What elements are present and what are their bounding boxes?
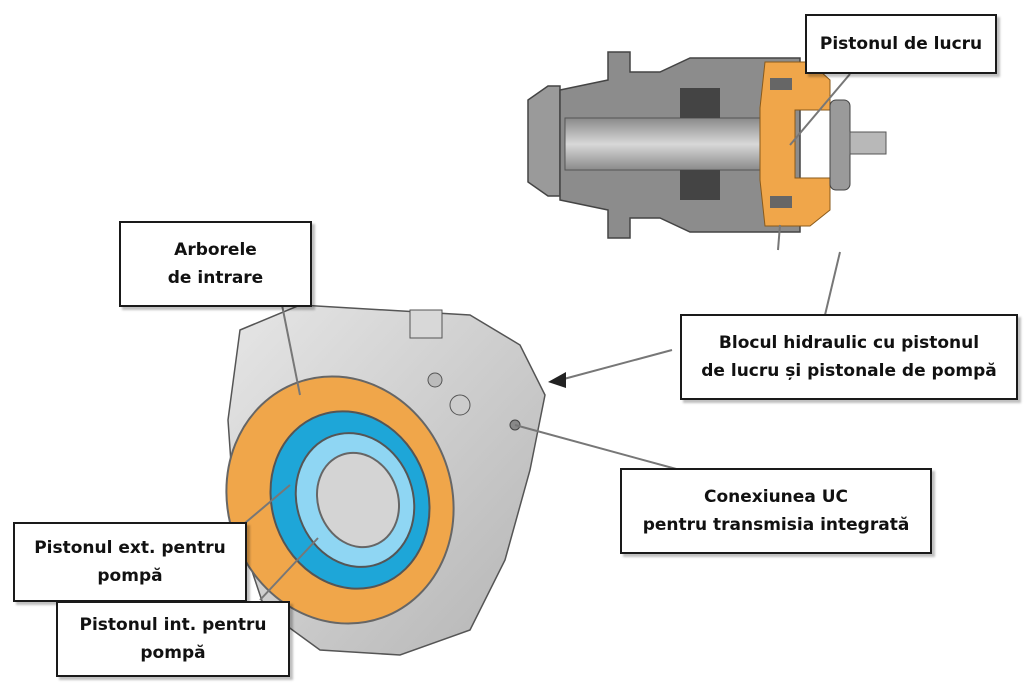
input-bell	[527, 85, 561, 197]
cross-section-illustration	[527, 51, 887, 239]
bolt-hole	[449, 394, 471, 416]
fill-plug	[409, 309, 443, 339]
bolt-hole	[427, 372, 443, 388]
output-stub	[849, 131, 887, 155]
leader-uc-connection	[514, 424, 681, 471]
leader-lines	[224, 73, 851, 601]
arrowhead	[548, 372, 566, 388]
label-hydraulic-block: Blocul hidraulic cu pistonul de lucru și…	[680, 314, 1018, 400]
label-outer-pump-piston: Pistonul ext. pentru pompă	[13, 522, 247, 602]
label-input-shaft: Arborele de intrare	[119, 221, 312, 307]
shaft	[564, 117, 796, 171]
label-working-piston: Pistonul de lucru	[805, 14, 997, 74]
housing-illustration	[225, 304, 546, 656]
leader-hydraulic-block-b	[824, 251, 841, 316]
leader-hydraulic-block-a	[777, 224, 781, 251]
piston-detail	[770, 78, 792, 90]
piston-detail	[770, 196, 792, 208]
clutch-pack-bottom	[680, 170, 720, 200]
leader-inner-pump	[259, 537, 319, 601]
leader-working-piston	[789, 73, 851, 146]
clutch-pack-top	[680, 88, 720, 118]
leader-hydraulic-block-arrow	[559, 349, 673, 381]
bore	[315, 451, 401, 549]
end-cover	[829, 99, 851, 191]
label-inner-pump-piston: Pistonul int. pentru pompă	[56, 601, 290, 677]
leader-input-shaft	[281, 304, 301, 396]
label-uc-connection: Conexiunea UC pentru transmisia integrat…	[620, 468, 932, 554]
